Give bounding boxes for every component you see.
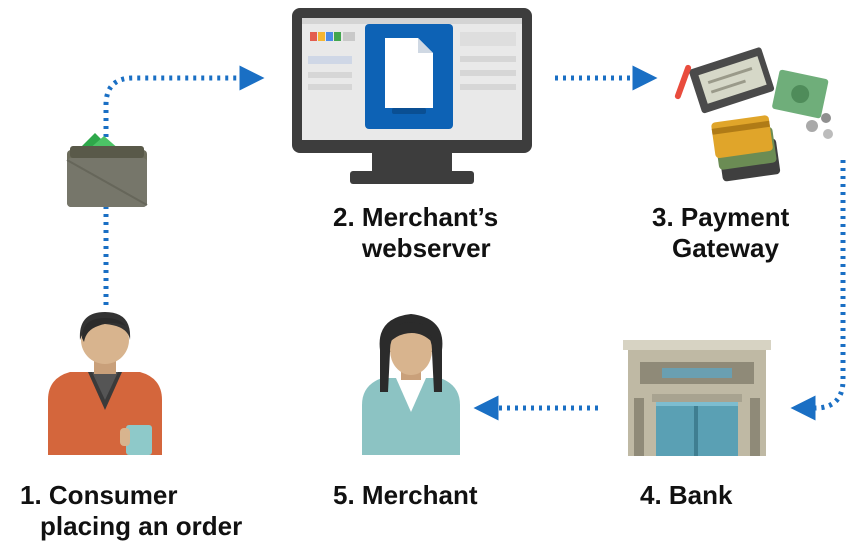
consumer-label-line1: 1. Consumer <box>20 480 178 510</box>
gateway-label-line1: 3. Payment <box>652 202 790 232</box>
payment-methods-icon <box>674 47 833 182</box>
merchant-avatar-icon <box>362 314 460 455</box>
consumer-label-line2: placing an order <box>40 511 242 541</box>
bank-label: 4. Bank <box>640 480 733 510</box>
webserver-label-line1: 2. Merchant’s <box>333 202 498 232</box>
node-labels: 2. Merchant’s webserver 3. Payment Gatew… <box>20 202 790 541</box>
flow-arrow-consumer-to-webserver <box>103 65 265 305</box>
monitor-icon <box>292 8 532 184</box>
bank-building-icon <box>623 340 771 456</box>
webserver-label-line2: webserver <box>361 233 491 263</box>
flow-arrow-gateway-to-bank <box>790 160 846 421</box>
consumer-avatar-icon <box>48 312 162 455</box>
wallet-icon <box>66 133 148 207</box>
merchant-label: 5. Merchant <box>333 480 478 510</box>
flow-connectors <box>103 65 846 421</box>
gateway-label-line2: Gateway <box>672 233 779 263</box>
